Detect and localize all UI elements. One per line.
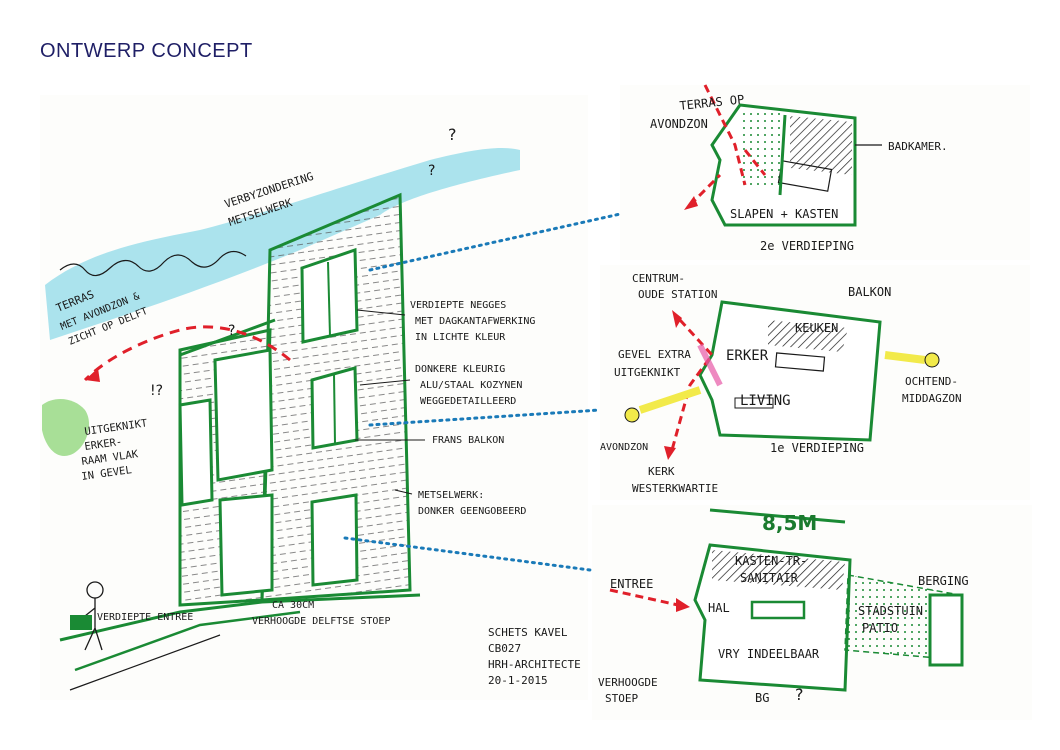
- facade-sketch: VERBYZONDERING METSELWERK TERRAS MET AVO…: [40, 95, 588, 700]
- svg-text:WESTERKWARTIE: WESTERKWARTIE: [632, 482, 718, 495]
- page-title: ONTWERP CONCEPT: [40, 40, 253, 62]
- svg-text:KERK: KERK: [648, 465, 675, 478]
- person-figure: [79, 581, 104, 651]
- svg-text:VERDIEPTE NEGGES: VERDIEPTE NEGGES: [410, 300, 506, 311]
- svg-text:METSELWERK:: METSELWERK:: [418, 490, 484, 501]
- svg-text:VERHOOGDE DELFTSE STOEP: VERHOOGDE DELFTSE STOEP: [252, 616, 390, 627]
- label-stoep: CA 30CM VERHOOGDE DELFTSE STOEP: [252, 600, 390, 627]
- svg-text:STADSTUIN: STADSTUIN: [858, 604, 923, 618]
- svg-text:KEUKEN: KEUKEN: [795, 321, 838, 335]
- question-mark: ?: [428, 163, 435, 179]
- svg-text:HAL: HAL: [708, 601, 730, 615]
- svg-text:8,5M: 8,5M: [762, 511, 817, 535]
- question-mark: ?: [448, 125, 457, 144]
- terras-2e: [740, 110, 785, 185]
- entrance-door: [218, 493, 274, 597]
- erker-bay: [213, 348, 274, 482]
- label-kozijnen: DONKERE KLEURIG ALU/STAAL KOZYNEN WEGGED…: [359, 364, 522, 407]
- question-mark: !?: [150, 383, 163, 399]
- svg-text:LIVING: LIVING: [740, 393, 791, 409]
- bench: [70, 615, 92, 630]
- svg-text:SLAPEN + KASTEN: SLAPEN + KASTEN: [730, 207, 838, 221]
- svg-text:OCHTEND-: OCHTEND-: [905, 375, 958, 388]
- sunlight-arrow: [83, 325, 291, 382]
- plan-2e-verdieping: TERRAS OP AVONDZON BADKAMER. SLAPEN + KA…: [620, 84, 1030, 260]
- svg-text:IN LICHTE KLEUR: IN LICHTE KLEUR: [415, 332, 506, 343]
- signature: SCHETS KAVEL CB027 HRH-ARCHITECTE 20-1-2…: [488, 626, 581, 687]
- svg-text:ALU/STAAL KOZYNEN: ALU/STAAL KOZYNEN: [420, 380, 522, 391]
- svg-text:BG: BG: [755, 691, 769, 705]
- svg-text:HRH-ARCHITECTE: HRH-ARCHITECTE: [488, 658, 581, 671]
- svg-text:?: ?: [795, 685, 804, 704]
- svg-text:WEGGEDETAILLEERD: WEGGEDETAILLEERD: [420, 396, 516, 407]
- badkamer-area: [790, 116, 852, 175]
- svg-text:DONKERE KLEURIG: DONKERE KLEURIG: [415, 364, 505, 375]
- svg-text:SANITAIR: SANITAIR: [740, 571, 799, 585]
- svg-text:ERKER: ERKER: [726, 348, 769, 364]
- street-edge: [59, 593, 421, 642]
- keuken-area: [768, 320, 848, 352]
- svg-text:BALKON: BALKON: [848, 285, 891, 299]
- svg-text:TERRAS OP: TERRAS OP: [679, 92, 745, 113]
- svg-text:1e VERDIEPING: 1e VERDIEPING: [770, 441, 864, 455]
- label-verdiepte-negges: VERDIEPTE NEGGES MET DAGKANTAFWERKING IN…: [356, 300, 535, 343]
- svg-text:UITGEKNIKT: UITGEKNIKT: [614, 366, 681, 379]
- label-frans-balkon: FRANS BALKON: [432, 435, 504, 446]
- svg-text:DONKER GEENGOBEERD: DONKER GEENGOBEERD: [418, 506, 526, 517]
- svg-text:ENTREE: ENTREE: [610, 577, 653, 591]
- svg-text:AVONDZON: AVONDZON: [650, 117, 708, 131]
- svg-text:OUDE STATION: OUDE STATION: [638, 288, 717, 301]
- question-mark: ?: [228, 323, 235, 339]
- svg-text:PATIO: PATIO: [862, 621, 898, 635]
- svg-text:CENTRUM-: CENTRUM-: [632, 272, 685, 285]
- svg-text:CA 30CM: CA 30CM: [272, 600, 314, 611]
- kasten-area: [712, 550, 845, 590]
- label-metselwerk: METSELWERK: DONKER GEENGOBEERD: [394, 489, 526, 517]
- tree-wash: [42, 398, 90, 456]
- svg-text:MET DAGKANTAFWERKING: MET DAGKANTAFWERKING: [415, 316, 535, 327]
- plan-bg: 8,5M ENTREE KASTEN-TR- SANITAIR HAL VRY …: [592, 505, 1032, 720]
- svg-text:AVONDZON: AVONDZON: [600, 442, 648, 453]
- sky-scribble: [59, 250, 247, 277]
- svg-text:ERKER-: ERKER-: [84, 436, 123, 453]
- plan-1e-verdieping: CENTRUM- OUDE STATION BALKON KEUKEN ERKE…: [600, 265, 1030, 500]
- svg-text:2e VERDIEPING: 2e VERDIEPING: [760, 239, 854, 253]
- svg-text:KASTEN-TR-: KASTEN-TR-: [735, 554, 807, 568]
- svg-text:GEVEL EXTRA: GEVEL EXTRA: [618, 348, 691, 361]
- svg-text:VERHOOGDE: VERHOOGDE: [598, 676, 658, 689]
- svg-text:STOEP: STOEP: [605, 692, 638, 705]
- svg-text:SCHETS KAVEL: SCHETS KAVEL: [488, 626, 568, 639]
- svg-text:CB027: CB027: [488, 642, 521, 655]
- svg-text:BERGING: BERGING: [918, 574, 969, 588]
- svg-text:MIDDAGZON: MIDDAGZON: [902, 392, 962, 405]
- svg-text:20-1-2015: 20-1-2015: [488, 674, 548, 687]
- erker-window: [178, 398, 214, 507]
- svg-text:VRY INDEELBAAR: VRY INDEELBAAR: [718, 647, 820, 661]
- window-bottom: [310, 493, 359, 587]
- svg-text:BADKAMER.: BADKAMER.: [888, 140, 948, 153]
- label-verdiepte-entree: VERDIEPTE ENTREE: [97, 612, 193, 623]
- berging-box: [928, 593, 964, 667]
